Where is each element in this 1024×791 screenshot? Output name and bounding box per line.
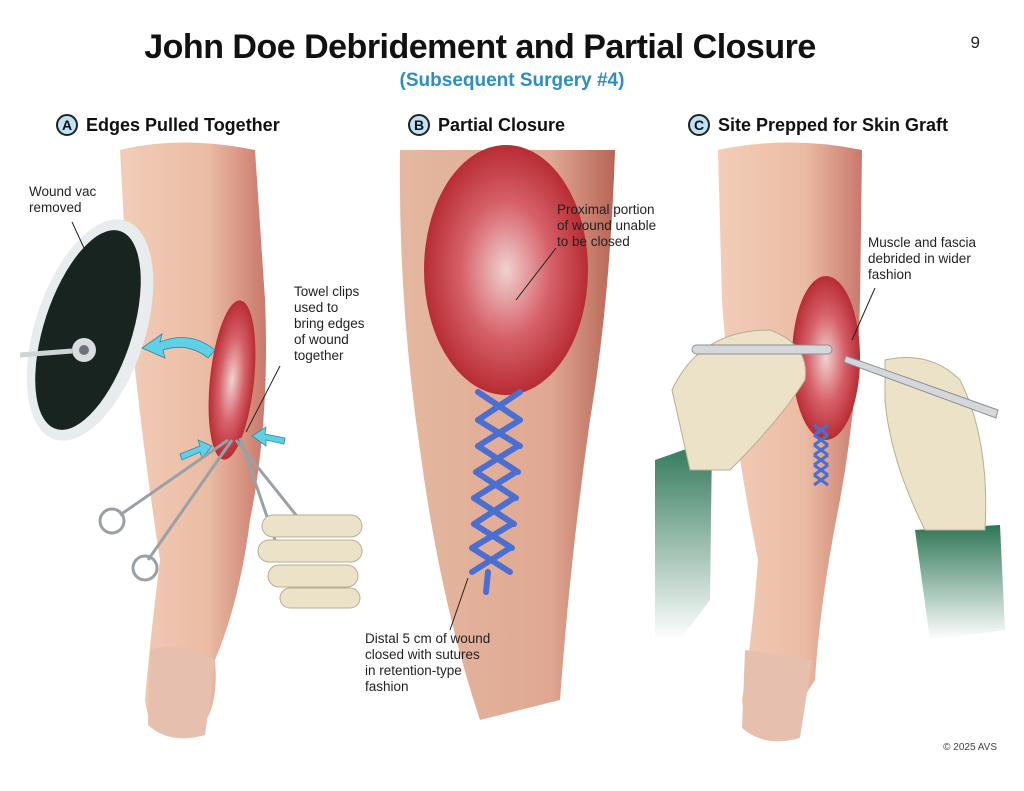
wound-vac-icon (19, 219, 154, 441)
forceps-icon (843, 355, 999, 419)
leader-line (449, 577, 469, 631)
label-line: debrided in wider (868, 251, 971, 266)
gown-sleeve-left (655, 440, 712, 640)
leader-line (245, 365, 281, 433)
page-number: 9 (970, 33, 980, 52)
panel-c-title: Site Prepped for Skin Graft (718, 114, 949, 135)
label-line: Wound vac (29, 184, 97, 199)
page-title: John Doe Debridement and Partial Closure (144, 28, 816, 66)
label-wound-vac: Wound vac removed (29, 184, 96, 216)
wound-b (424, 145, 588, 395)
suture-lacing-icon (469, 389, 523, 595)
panel-a-illustration (19, 142, 363, 739)
leader-line (515, 247, 557, 301)
leader-line (71, 221, 85, 249)
label-towel-clips: Towel clips used to bring edges of wound… (294, 284, 365, 364)
label-line: to be closed (557, 234, 630, 249)
copyright-notice: © 2025 AVS (943, 742, 997, 753)
label-proximal-portion: Proximal portion of wound unable to be c… (557, 202, 656, 250)
label-line: Muscle and fascia (868, 235, 977, 250)
panel-a-title: Edges Pulled Together (86, 114, 280, 135)
arrow-left-icon (251, 426, 286, 447)
page-subtitle: (Subsequent Surgery #4) (399, 70, 625, 91)
leg-a (120, 142, 266, 737)
foot-a (148, 646, 215, 739)
label-line: closed with sutures (365, 647, 480, 662)
gloved-hand-a (257, 514, 363, 609)
wound-a (208, 300, 256, 460)
label-line: removed (29, 200, 82, 215)
gown-sleeve-right (915, 525, 1005, 640)
panel-c-illustration (655, 142, 1005, 742)
label-line: of wound unable (557, 218, 657, 233)
panel-a-heading: A Edges Pulled Together (56, 114, 280, 136)
scalpel-icon (691, 344, 833, 355)
label-line: Towel clips (294, 284, 360, 299)
towel-clip-icon (98, 437, 302, 582)
label-line: bring edges (294, 316, 365, 331)
label-line: fashion (868, 267, 912, 282)
label-line: fashion (365, 679, 409, 694)
suture-lacing-c (813, 423, 829, 487)
label-line: together (294, 348, 344, 363)
wound-c (792, 276, 860, 440)
panel-c-heading: C Site Prepped for Skin Graft (688, 114, 948, 136)
label-line: Proximal portion (557, 202, 655, 217)
panel-b-badge: B (408, 114, 430, 136)
label-line: Distal 5 cm of wound (365, 631, 491, 646)
leader-line (851, 287, 876, 341)
label-line: of wound (294, 332, 349, 347)
gloved-hand-c-right (884, 357, 987, 531)
label-distal-closure: Distal 5 cm of wound closed with sutures… (365, 631, 490, 695)
panel-b-illustration (399, 145, 615, 720)
panel-b-heading: B Partial Closure (408, 114, 565, 136)
curved-arrow-icon (141, 333, 216, 359)
foot-c (742, 650, 812, 742)
panel-b-title: Partial Closure (438, 114, 566, 135)
label-muscle-fascia: Muscle and fascia debrided in wider fash… (868, 235, 976, 283)
panel-a-badge: A (56, 114, 78, 136)
label-line: used to (294, 300, 339, 315)
panel-c-badge: C (688, 114, 710, 136)
label-line: in retention-type (365, 663, 462, 678)
